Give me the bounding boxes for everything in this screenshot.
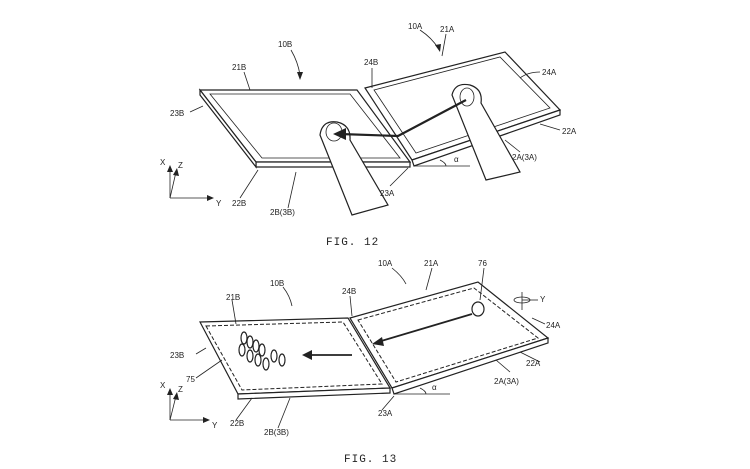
- axis-x-12: X: [160, 158, 166, 167]
- axis-z-12: Z: [178, 161, 183, 170]
- label-24b: 24B: [364, 58, 378, 67]
- figure-13-caption: FIG. 13: [344, 454, 397, 466]
- angle-arc: [439, 159, 447, 167]
- label-alpha: α: [454, 155, 459, 164]
- swipe-arrowhead: [333, 128, 346, 140]
- label-24a: 24A: [542, 68, 557, 77]
- label-10b-13: 10B: [270, 279, 284, 288]
- label-2b3b: 2B(3B): [270, 208, 295, 217]
- rotation-symbol: [513, 292, 538, 310]
- label-23a-13: 23A: [378, 409, 393, 418]
- bowling-pins: [238, 331, 286, 371]
- ball: [471, 301, 485, 317]
- axes-13: [167, 388, 210, 423]
- label-23a: 23A: [380, 189, 395, 198]
- label-76: 76: [478, 259, 487, 268]
- device-10a-13: [349, 281, 550, 395]
- device-10b: [198, 88, 412, 169]
- label-21b-13: 21B: [226, 293, 240, 302]
- label-23b-13: 23B: [170, 351, 184, 360]
- label-2a3a: 2A(3A): [512, 153, 537, 162]
- figure-12: [167, 29, 562, 216]
- label-rot-y: Y: [540, 295, 546, 304]
- figure-13: [167, 267, 550, 429]
- label-22b: 22B: [232, 199, 246, 208]
- label-2a3a-13: 2A(3A): [494, 377, 519, 386]
- label-22a: 22A: [562, 127, 577, 136]
- label-2b3b-13: 2B(3B): [264, 428, 289, 437]
- label-22a-13: 22A: [526, 359, 541, 368]
- label-75: 75: [186, 375, 195, 384]
- label-21b: 21B: [232, 63, 246, 72]
- label-24a-13: 24A: [546, 321, 561, 330]
- axis-y-13: Y: [212, 421, 218, 430]
- label-alpha-13: α: [432, 383, 437, 392]
- axis-y-12: Y: [216, 199, 222, 208]
- axis-z-13: Z: [178, 385, 183, 394]
- label-22b-13: 22B: [230, 419, 244, 428]
- axis-x-13: X: [160, 381, 166, 390]
- label-23b: 23B: [170, 109, 184, 118]
- axes-12: [167, 165, 214, 201]
- label-24b-13: 24B: [342, 287, 356, 296]
- label-10b: 10B: [278, 40, 292, 49]
- label-10a: 10A: [408, 22, 423, 31]
- figure-12-caption: FIG. 12: [326, 237, 379, 249]
- label-21a-13: 21A: [424, 259, 439, 268]
- finger-right: [451, 83, 521, 181]
- label-10a-13: 10A: [378, 259, 393, 268]
- label-21a: 21A: [440, 25, 455, 34]
